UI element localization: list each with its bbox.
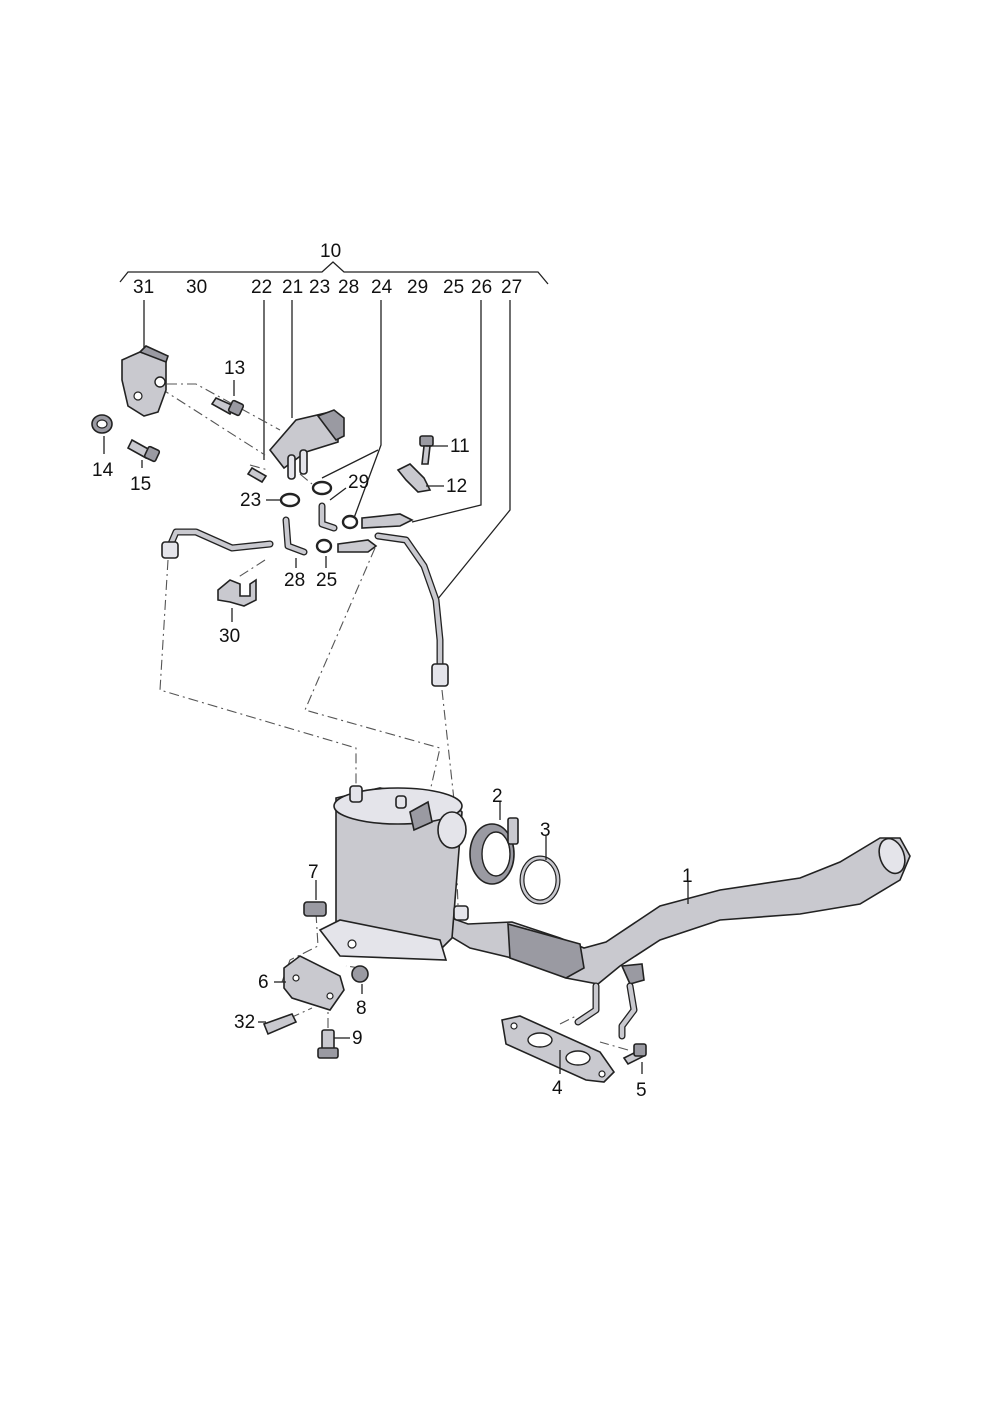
group-leaders xyxy=(143,300,511,601)
callout-9: 9 xyxy=(352,1028,363,1049)
bolt-9 xyxy=(317,1029,339,1059)
callout-7: 7 xyxy=(308,862,319,883)
group-item-23: 23 xyxy=(309,277,330,298)
callout-11: 11 xyxy=(450,436,470,457)
bolt-5 xyxy=(622,1043,647,1066)
sensor-pipe-left xyxy=(161,528,274,559)
callout-30: 30 xyxy=(219,626,240,647)
bolt-7 xyxy=(303,901,327,917)
group-label: 10 xyxy=(320,241,341,262)
exhaust-pipe-1 xyxy=(439,837,911,985)
group-item-22: 22 xyxy=(251,277,272,298)
callout-8: 8 xyxy=(356,998,367,1019)
nut-8 xyxy=(351,965,369,983)
group-item-31: 31 xyxy=(133,277,154,298)
nut-14 xyxy=(91,414,113,434)
callout-14: 14 xyxy=(92,460,114,481)
clamp-23 xyxy=(279,480,359,554)
group-item-27: 27 xyxy=(501,277,522,298)
group-item-30: 30 xyxy=(186,277,207,298)
callout-32: 32 xyxy=(234,1012,255,1033)
bracket-6 xyxy=(283,955,345,1011)
particulate-filter xyxy=(318,785,469,961)
callout-23: 23 xyxy=(240,490,261,511)
group-items: 31 30 22 21 23 28 24 29 25 26 27 xyxy=(133,277,522,298)
callout-4: 4 xyxy=(552,1078,563,1099)
connector-24 xyxy=(361,513,414,529)
clamp-2 xyxy=(469,817,519,885)
pressure-sensor-21 xyxy=(268,409,345,480)
callout-25: 25 xyxy=(316,570,337,591)
callout-28: 28 xyxy=(284,570,305,591)
callouts: 13 14 15 11 12 23 29 28 25 30 2 3 1 7 6 … xyxy=(92,358,693,1101)
sensor-bracket-31 xyxy=(121,345,169,417)
clip-12 xyxy=(396,463,432,493)
hose-28 xyxy=(282,516,308,556)
flange-gasket-4 xyxy=(501,1015,616,1083)
group-item-24: 24 xyxy=(371,277,393,298)
group-item-26: 26 xyxy=(471,277,492,298)
connector-25 xyxy=(337,539,378,553)
group-item-28: 28 xyxy=(338,277,359,298)
callout-29: 29 xyxy=(348,472,369,493)
hose-29 xyxy=(318,502,338,532)
egr-pipes xyxy=(574,982,638,1040)
callout-6: 6 xyxy=(258,972,269,993)
callout-12: 12 xyxy=(446,476,467,497)
callout-3: 3 xyxy=(540,820,551,841)
callout-15: 15 xyxy=(130,474,151,495)
stud-32 xyxy=(262,1013,298,1036)
bolt-15 xyxy=(126,438,161,463)
bolt-13 xyxy=(210,396,245,417)
callout-5: 5 xyxy=(636,1080,647,1101)
bolt-11 xyxy=(419,435,434,465)
callout-13: 13 xyxy=(224,358,245,379)
screw-22 xyxy=(246,466,268,484)
group-item-25: 25 xyxy=(443,277,464,298)
holder-30 xyxy=(217,578,257,607)
sensor-pipe-right xyxy=(374,532,449,687)
callout-1: 1 xyxy=(682,866,693,887)
group-item-21: 21 xyxy=(282,277,303,298)
gasket-3 xyxy=(519,855,561,905)
group-item-29: 29 xyxy=(407,277,428,298)
group-bracket: 10 31 30 22 21 23 28 24 29 25 26 27 xyxy=(119,241,549,298)
callout-2: 2 xyxy=(492,786,503,807)
